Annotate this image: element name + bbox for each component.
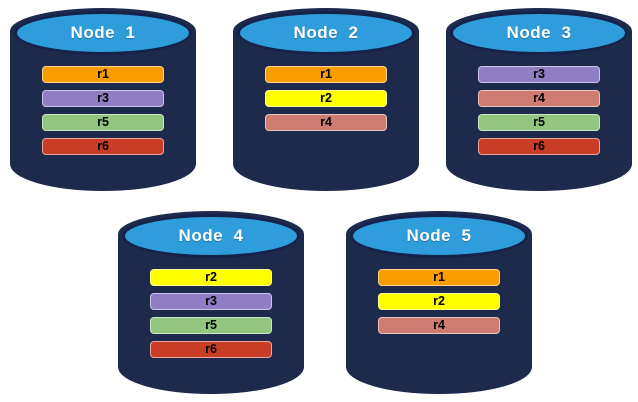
replica-label: r3 [533,67,545,82]
node-3-cylinder: Node 3 r3 r4 r5 r6 [446,8,632,191]
replica-list: r2 r3 r5 r6 [118,269,304,358]
replica-list: r1 r2 r4 [233,66,419,131]
replica-bar-r1: r1 [265,66,387,83]
replica-label: r1 [97,67,109,82]
replica-label: r5 [97,115,109,130]
replica-label: r5 [205,318,217,333]
cylinder-top-ellipse: Node 3 [450,11,628,55]
replica-bar-r4: r4 [265,114,387,131]
replica-list: r1 r2 r4 [346,269,532,334]
replica-bar-r4: r4 [378,317,500,334]
replica-label: r2 [320,91,332,106]
replica-label: r4 [433,318,445,333]
replica-bar-r3: r3 [42,90,164,107]
replica-bar-r1: r1 [378,269,500,286]
replica-bar-r2: r2 [265,90,387,107]
replica-bar-r3: r3 [150,293,272,310]
replica-label: r6 [97,139,109,154]
node-title: Node 2 [293,23,359,42]
replica-bar-r4: r4 [478,90,600,107]
replica-list: r1 r3 r5 r6 [10,66,196,155]
replica-bar-r6: r6 [42,138,164,155]
replica-bar-r5: r5 [478,114,600,131]
replica-list: r3 r4 r5 r6 [446,66,632,155]
node-5-cylinder: Node 5 r1 r2 r4 [346,211,532,394]
node-1-cylinder: Node 1 r1 r3 r5 r6 [10,8,196,191]
replica-label: r4 [533,91,545,106]
replica-bar-r6: r6 [150,341,272,358]
replica-bar-r2: r2 [378,293,500,310]
replica-label: r6 [533,139,545,154]
node-4-cylinder: Node 4 r2 r3 r5 r6 [118,211,304,394]
node-title: Node 1 [70,23,136,42]
replica-label: r2 [433,294,445,309]
cylinder-top-ellipse: Node 4 [122,214,300,258]
cylinder-top-ellipse: Node 2 [237,11,415,55]
node-2-cylinder: Node 2 r1 r2 r4 [233,8,419,191]
replica-label: r6 [205,342,217,357]
replica-bar-r1: r1 [42,66,164,83]
node-title: Node 4 [178,226,244,245]
replica-label: r2 [205,270,217,285]
node-title: Node 5 [406,226,472,245]
replica-label: r3 [97,91,109,106]
replica-bar-r3: r3 [478,66,600,83]
replica-label: r1 [320,67,332,82]
node-title: Node 3 [506,23,572,42]
replica-label: r5 [533,115,545,130]
cylinder-top-ellipse: Node 5 [350,214,528,258]
replica-label: r1 [433,270,445,285]
cylinder-top-ellipse: Node 1 [14,11,192,55]
replica-label: r4 [320,115,332,130]
replica-bar-r2: r2 [150,269,272,286]
replica-bar-r5: r5 [150,317,272,334]
replica-bar-r5: r5 [42,114,164,131]
replica-label: r3 [205,294,217,309]
replica-bar-r6: r6 [478,138,600,155]
